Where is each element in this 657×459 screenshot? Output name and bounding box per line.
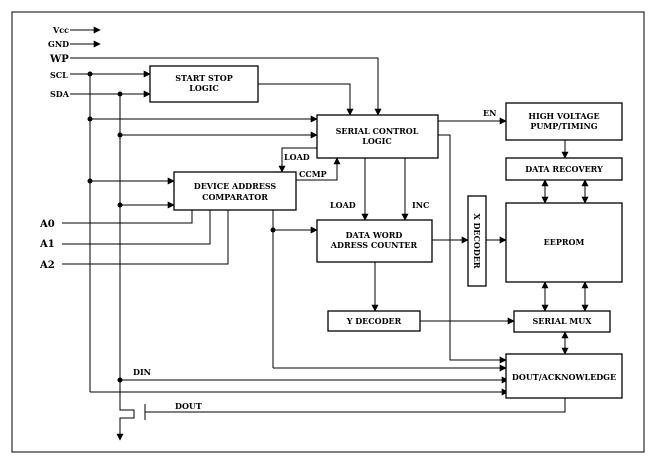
data-word-line-1: DATA WORD [346, 230, 403, 240]
pin-gnd-label: GND [48, 39, 69, 49]
y-decoder-label: Y DECODER [346, 316, 402, 326]
pin-a2-label: A2 [39, 260, 55, 271]
sda-wires [70, 90, 566, 441]
memory-path-wires [541, 140, 589, 355]
data-word-line-2: ADRESS COUNTER [330, 240, 418, 250]
pin-wp-label: WP [49, 54, 69, 65]
device-address-comparator-block: DEVICE ADDRESS COMPARATOR [173, 171, 297, 211]
eeprom-array-block: EEPROM [505, 202, 623, 283]
data-recovery-block: DATA RECOVERY [505, 157, 623, 181]
serial-control-wires [278, 117, 507, 364]
address-pin-wires [62, 210, 229, 265]
signal-din-label: DIN [133, 367, 151, 377]
pin-a0-label: A0 [39, 219, 55, 230]
data-recovery-label: DATA RECOVERY [525, 164, 603, 174]
device-address-line-1: DEVICE ADDRESS [194, 181, 277, 191]
signal-dout-label: DOUT [175, 401, 202, 411]
counter-output-wires [371, 236, 515, 325]
signal-en-label: EN [483, 108, 496, 118]
serial-mux-label: SERIAL MUX [533, 316, 593, 326]
signal-ccmp-label: CCMP [299, 169, 327, 179]
dout-ack-label: DOUT/ACKNOWLEDGE [512, 372, 616, 382]
x-decoder-label: X DECODER [472, 213, 482, 268]
power-pin-arrows [70, 26, 101, 48]
wp-wire [70, 57, 382, 116]
dout-acknowledge-block: DOUT/ACKNOWLEDGE [505, 353, 623, 399]
pin-vcc-label: Vcc [52, 25, 69, 35]
eeprom-label: EEPROM [544, 237, 585, 247]
device-address-line-2: COMPARATOR [202, 192, 268, 202]
start-stop-line-1: START STOP [175, 73, 232, 83]
pin-scl-label: SCL [50, 70, 68, 80]
start-stop-to-control-wire [258, 83, 354, 116]
signal-load-label: LOAD [330, 200, 356, 210]
scl-wires [70, 70, 509, 396]
serial-mux-block: SERIAL MUX [513, 310, 611, 333]
high-voltage-line-2: PUMP/TIMING [530, 121, 597, 131]
x-decoder-block: X DECODER [467, 195, 487, 287]
y-decoder-block: Y DECODER [327, 310, 421, 332]
pin-sda-label: SDA [50, 89, 70, 99]
serial-control-line-2: LOGIC [362, 136, 392, 146]
data-word-address-counter-block: DATA WORD ADRESS COUNTER [316, 219, 433, 263]
start-stop-logic-block: START STOP LOGIC [149, 65, 259, 103]
high-voltage-pump-block: HIGH VOLTAGE PUMP/TIMING [505, 102, 623, 141]
pin-a1-label: A1 [39, 239, 55, 250]
signal-inc-label: INC [412, 200, 429, 210]
signal-load-top-label: LOAD [284, 152, 310, 162]
start-stop-line-2: LOGIC [189, 83, 219, 93]
diagram-frame [11, 11, 645, 453]
serial-control-logic-block: SERIAL CONTROL LOGIC [316, 114, 439, 159]
serial-control-line-1: SERIAL CONTROL [336, 126, 419, 136]
comparator-output-wires [270, 210, 507, 372]
high-voltage-line-1: HIGH VOLTAGE [528, 111, 599, 121]
